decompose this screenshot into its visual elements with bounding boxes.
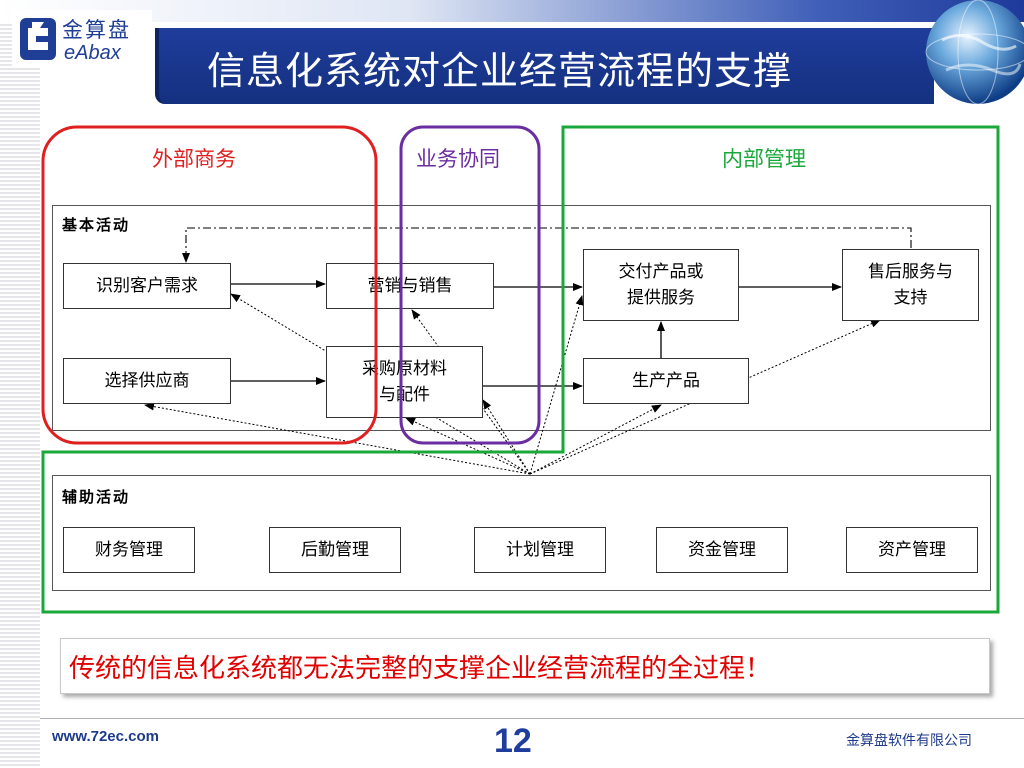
box-logistics-label: 后勤管理 xyxy=(301,540,369,560)
box-funds-label: 资金管理 xyxy=(688,540,756,560)
box-deliver-product: 交付产品或 提供服务 xyxy=(583,249,739,321)
logo-english-name: eAbax xyxy=(64,42,121,64)
footer-company: 金算盘软件有限公司 xyxy=(846,733,972,749)
box-produce-label: 生产产品 xyxy=(632,371,700,391)
box-deliver-label-1: 交付产品或 xyxy=(618,262,704,282)
box-purchase-label-2: 与配件 xyxy=(379,385,430,405)
logo-mark-icon xyxy=(20,18,56,60)
title-bar: 信息化系统对企业经营流程的支撑 xyxy=(155,28,934,104)
box-supplier-label: 选择供应商 xyxy=(104,371,190,391)
box-logistics-management: 后勤管理 xyxy=(269,527,401,573)
box-produce-product: 生产产品 xyxy=(583,358,749,404)
box-assets-management: 资产管理 xyxy=(846,527,978,573)
box-deliver-label-2: 提供服务 xyxy=(627,288,695,308)
internal-zone-label: 内部管理 xyxy=(722,147,806,171)
box-after-sales: 售后服务与 支持 xyxy=(842,249,979,321)
logo: 金算盘 eAbax xyxy=(12,10,152,68)
box-after-label-1: 售后服务与 xyxy=(868,262,953,282)
box-planning-management: 计划管理 xyxy=(474,527,606,573)
box-marketing-sales: 营销与销售 xyxy=(326,263,494,309)
bottom-note-text: 传统的信息化系统都无法完整的支撑企业经营流程的全过程！ xyxy=(69,654,772,684)
collab-zone-label: 业务协同 xyxy=(416,147,500,171)
box-purchase-label-1: 采购原材料 xyxy=(362,359,447,379)
top-band xyxy=(0,0,1024,22)
box-purchase-materials: 采购原材料 与配件 xyxy=(326,346,483,418)
feedback-loop xyxy=(182,227,912,263)
external-zone-label: 外部商务 xyxy=(152,147,236,171)
box-funds-management: 资金管理 xyxy=(656,527,788,573)
box-finance-label: 财务管理 xyxy=(95,540,163,560)
slide-title: 信息化系统对企业经营流程的支撑 xyxy=(207,49,793,93)
box-assets-label: 资产管理 xyxy=(878,540,946,560)
box-marketing-label: 营销与销售 xyxy=(367,276,453,296)
side-stripes xyxy=(0,0,40,768)
box-planning-label: 计划管理 xyxy=(506,540,574,560)
page-number: 12 xyxy=(494,722,532,760)
footer-website: www.72ec.com xyxy=(52,728,159,745)
footer-divider xyxy=(40,718,1024,719)
logo-chinese-name: 金算盘 xyxy=(62,18,131,42)
bottom-note: 传统的信息化系统都无法完整的支撑企业经营流程的全过程！ xyxy=(60,638,990,694)
box-identify-customer-needs: 识别客户需求 xyxy=(63,263,231,309)
globe-icon xyxy=(925,0,1024,105)
box-identify-label: 识别客户需求 xyxy=(96,276,198,296)
box-finance-management: 财务管理 xyxy=(63,527,195,573)
box-after-label-2: 支持 xyxy=(893,288,928,308)
box-select-supplier: 选择供应商 xyxy=(63,358,231,404)
